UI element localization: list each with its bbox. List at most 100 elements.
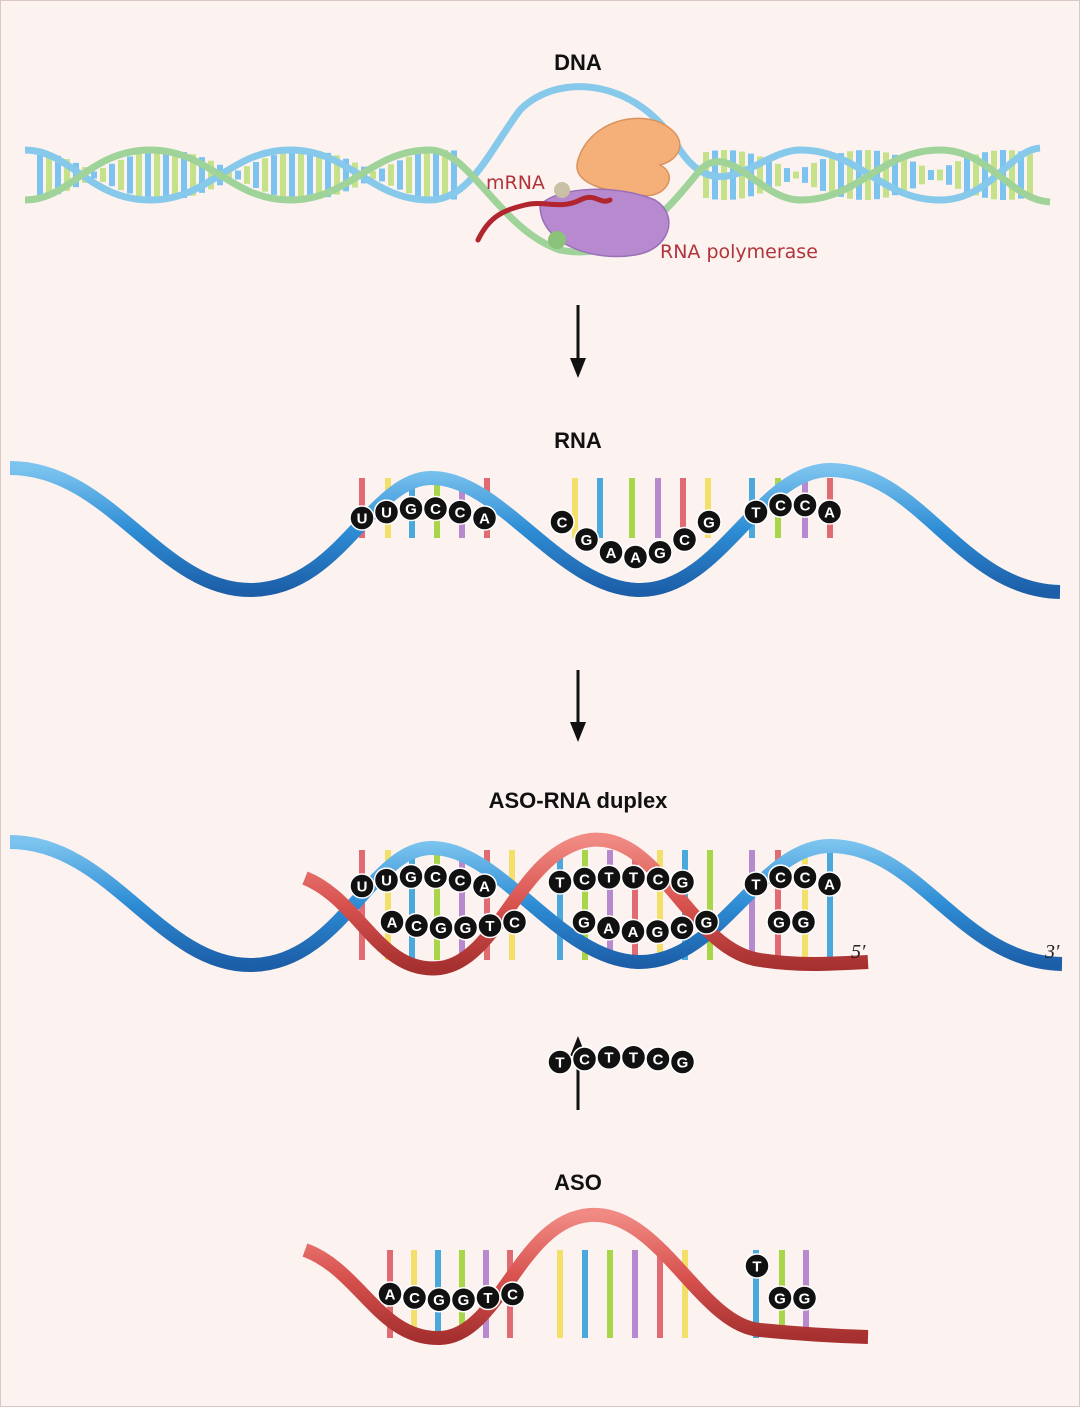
nucleotide-letter: T	[555, 1055, 564, 1072]
nucleotide-letter: G	[677, 875, 689, 892]
nucleotide-marker: C	[403, 912, 430, 939]
three-prime-label: 3′	[1044, 941, 1060, 963]
nucleotide-letter: G	[774, 1291, 786, 1308]
base-pair-rung	[705, 478, 711, 538]
duplex-aso-strand	[302, 832, 869, 976]
nucleotide-letter: C	[507, 1287, 518, 1304]
nucleotide-letter: C	[653, 1052, 664, 1069]
base-pair-rung	[901, 157, 907, 193]
nucleotide-marker: G	[426, 1286, 452, 1313]
base-pair-rung	[244, 166, 250, 184]
nucleotide-marker: C	[422, 863, 449, 890]
nucleotide-letter: C	[679, 532, 690, 549]
base-pair-rung	[163, 150, 169, 200]
base-pair-rung	[298, 150, 304, 200]
base-pair-rung	[397, 160, 403, 190]
base-pair-rung	[484, 850, 490, 960]
base-pair-rung	[334, 155, 340, 195]
nucleotide-letter: T	[629, 870, 638, 887]
nucleotide-letter: C	[579, 872, 590, 889]
dna-stage: DNA mRNA RNA polymerase	[24, 50, 1051, 263]
nucleotide-marker: T	[744, 1253, 770, 1279]
nucleotide-marker: G	[428, 914, 454, 941]
nucleotide-letter: C	[775, 870, 786, 887]
nucleotide-marker: C	[422, 495, 449, 522]
nucleotide-marker: T	[620, 864, 647, 890]
rna-polymerase-label: RNA polymerase	[660, 241, 818, 263]
nucleotide-letter: C	[409, 1290, 420, 1307]
base-pair-rung	[827, 850, 833, 960]
nucleotide-marker: C	[671, 526, 698, 553]
nucleotide-letter: A	[479, 879, 490, 896]
nucleotide-marker: U	[349, 505, 375, 531]
nucleotide-letter: T	[751, 877, 760, 894]
base-pair-rung	[784, 168, 790, 182]
nucleotide-letter: A	[479, 511, 490, 528]
base-pair-rung	[964, 157, 970, 193]
nucleotide-marker: C	[571, 866, 598, 892]
nucleotide-letter: A	[824, 505, 835, 522]
base-pair-rung	[892, 154, 898, 196]
base-pair-rung	[557, 850, 563, 960]
nucleotide-marker: G	[669, 1049, 696, 1075]
base-pair-rung	[775, 163, 781, 187]
base-pair-rung	[451, 150, 457, 200]
base-pair-rung	[459, 850, 465, 960]
base-pair-rung	[253, 162, 259, 188]
aso-title: ASO	[554, 1170, 602, 1195]
nucleotide-letter: U	[381, 873, 392, 890]
base-pair-rung	[190, 154, 196, 196]
nucleotide-marker: G	[647, 539, 673, 566]
base-pair-rung	[226, 169, 232, 181]
nucleotide-marker: A	[816, 499, 843, 525]
nucleotide-letter: U	[357, 511, 368, 528]
nucleotide-marker: C	[792, 492, 818, 518]
nucleotide-letter: G	[458, 1292, 470, 1309]
mrna-label: mRNA	[486, 172, 545, 194]
base-pair-rung	[680, 478, 686, 538]
base-pair-rung	[91, 171, 97, 179]
base-pair-rung	[434, 850, 440, 960]
nucleotide-marker: T	[547, 1049, 573, 1075]
base-pair-rung	[928, 170, 934, 180]
nucleotide-letter: C	[775, 498, 786, 515]
base-pair-rung	[136, 153, 142, 197]
base-pair-rung	[385, 850, 391, 960]
nucleotide-marker: A	[622, 544, 649, 570]
base-pair-rung	[829, 155, 835, 195]
base-pair-rung	[262, 158, 268, 192]
polymerase-subunit-sphere-2	[548, 231, 566, 249]
rna-stage: RNA UUGCCACGAAGCGCTCCA	[9, 428, 1061, 599]
base-pair-rung	[597, 478, 603, 538]
base-pair-rung	[199, 157, 205, 193]
nucleotide-marker: A	[595, 915, 622, 941]
rna-polymerase-large-subunit	[576, 117, 681, 197]
nucleotide-marker: A	[471, 873, 498, 899]
base-pair-rung	[100, 168, 106, 182]
base-pair-rung	[632, 850, 638, 960]
base-pair-rung	[937, 169, 943, 181]
nucleotide-letter: G	[460, 920, 472, 937]
base-pair-rung	[181, 151, 187, 199]
nucleotide-marker: C	[401, 1284, 428, 1311]
base-pair-rung	[657, 850, 663, 960]
base-pair-rung	[46, 153, 52, 197]
nucleotide-letter: C	[653, 872, 664, 889]
base-pair-rung	[1018, 151, 1024, 199]
base-pair-rung	[1027, 153, 1033, 197]
nucleotide-marker: T	[477, 912, 503, 939]
nucleotide-letter: G	[654, 545, 666, 562]
nucleotide-marker: T	[620, 1044, 647, 1070]
rna-polymerase-small-subunit	[539, 188, 670, 258]
aso-strand	[302, 1207, 869, 1346]
nucleotide-marker: C	[792, 864, 818, 890]
base-pair-rung	[802, 850, 808, 960]
nucleotide-marker: U	[373, 499, 400, 525]
nucleotide-marker: T	[743, 871, 769, 897]
nucleotide-letter: T	[485, 918, 494, 935]
base-pair-rung	[802, 167, 808, 183]
nucleotide-marker: C	[645, 866, 671, 892]
